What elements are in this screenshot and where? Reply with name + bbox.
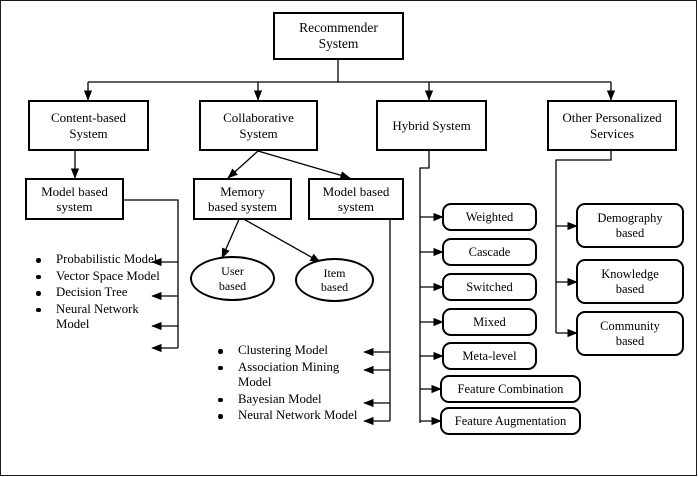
node-weighted[interactable]: Weighted — [442, 203, 537, 231]
node-meta-level[interactable]: Meta-level — [442, 342, 537, 370]
list-item: Association Mining Model — [212, 360, 364, 391]
bullet-dot — [36, 291, 41, 296]
list-item-label: Probabilistic Model — [56, 252, 158, 266]
list-item: Decision Tree — [30, 285, 165, 301]
list-item-label: Bayesian Model — [238, 391, 322, 406]
list-item-label: Clustering Model — [238, 343, 328, 357]
collaborative-model-list: Clustering Model Association Mining Mode… — [212, 343, 364, 425]
connector-memory-to-user — [221, 216, 241, 259]
bullet-dot — [36, 258, 41, 263]
list-item-label: Vector Space Model — [56, 268, 160, 283]
node-feature-augmentation[interactable]: Feature Augmentation — [440, 407, 581, 435]
connector-collab-to-model — [257, 150, 351, 180]
connector-content-bus — [124, 199, 179, 348]
bullet-dot — [36, 307, 41, 313]
node-weighted-label: Weighted — [465, 209, 514, 224]
node-meta-level-label: Meta-level — [462, 348, 517, 363]
list-item: Neural Network Model — [30, 302, 165, 333]
node-mixed[interactable]: Mixed — [442, 308, 537, 336]
bullet-dot — [36, 274, 41, 280]
list-item: Clustering Model — [212, 343, 364, 359]
node-mixed-label: Mixed — [473, 314, 506, 329]
node-switched-label: Switched — [466, 279, 513, 294]
list-item: Neural Network Model — [212, 408, 364, 424]
content-based-model-list: Probabilistic Model Vector Space Model D… — [30, 252, 165, 334]
node-cascade[interactable]: Cascade — [442, 238, 537, 266]
connector-other-trunk — [555, 151, 612, 333]
bullet-dot — [218, 349, 223, 354]
connector-collab-to-memory — [227, 150, 259, 179]
connector-memory-to-item — [239, 216, 321, 263]
node-hybrid-system-label: Hybrid System — [392, 117, 471, 133]
list-item-label: Neural Network Model — [56, 301, 139, 332]
connector-hybrid-trunk — [419, 151, 430, 423]
node-feature-augmentation-label: Feature Augmentation — [454, 413, 567, 428]
node-feature-combination-label: Feature Combination — [457, 381, 564, 396]
list-item: Bayesian Model — [212, 392, 364, 408]
node-feature-combination[interactable]: Feature Combination — [440, 375, 581, 403]
list-item-label: Association Mining Model — [238, 359, 340, 390]
node-switched[interactable]: Switched — [442, 273, 537, 301]
bullet-dot — [218, 365, 223, 371]
bullet-dot — [218, 414, 223, 419]
list-item-label: Decision Tree — [56, 285, 128, 300]
list-item: Probabilistic Model — [30, 252, 165, 268]
bullet-dot — [218, 397, 223, 403]
node-cascade-label: Cascade — [468, 244, 511, 259]
list-item-label: Neural Network Model — [238, 408, 358, 423]
list-item: Vector Space Model — [30, 269, 165, 285]
node-hybrid-system[interactable]: Hybrid System — [376, 100, 487, 151]
